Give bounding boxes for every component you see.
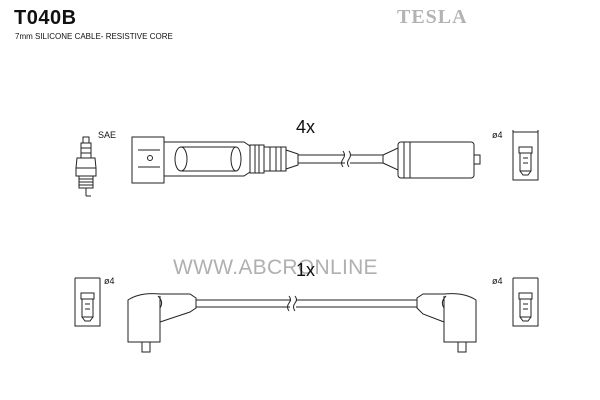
quantity-long: 4x (296, 117, 316, 137)
terminal-bottom-left-icon (74, 277, 101, 327)
cable-long-left-boot (131, 136, 165, 184)
cable-short-left-boot (127, 293, 197, 343)
terminal-top-right-icon (512, 130, 539, 181)
terminal-bottom-right-icon (512, 277, 539, 327)
plug-label: SAE (98, 130, 117, 140)
cable-spec: 7mm SILICONE CABLE- RESISTIVE CORE (15, 32, 173, 41)
watermark: WWW.ABCRONLINE (173, 256, 378, 279)
part-number: T040B (14, 7, 77, 29)
diameter-label-bottom-left: ø4 (104, 276, 115, 286)
brand-logo: TESLA (397, 6, 468, 28)
cable-long-right-boot (397, 141, 475, 179)
cable-long (131, 136, 481, 184)
spark-plug-icon (75, 136, 97, 197)
cable-short-right-boot (416, 293, 477, 343)
quantity-short: 1x (296, 260, 316, 280)
diameter-label-bottom-right: ø4 (492, 276, 503, 286)
diameter-label-top-right: ø4 (492, 130, 503, 140)
cable-short (127, 293, 477, 353)
